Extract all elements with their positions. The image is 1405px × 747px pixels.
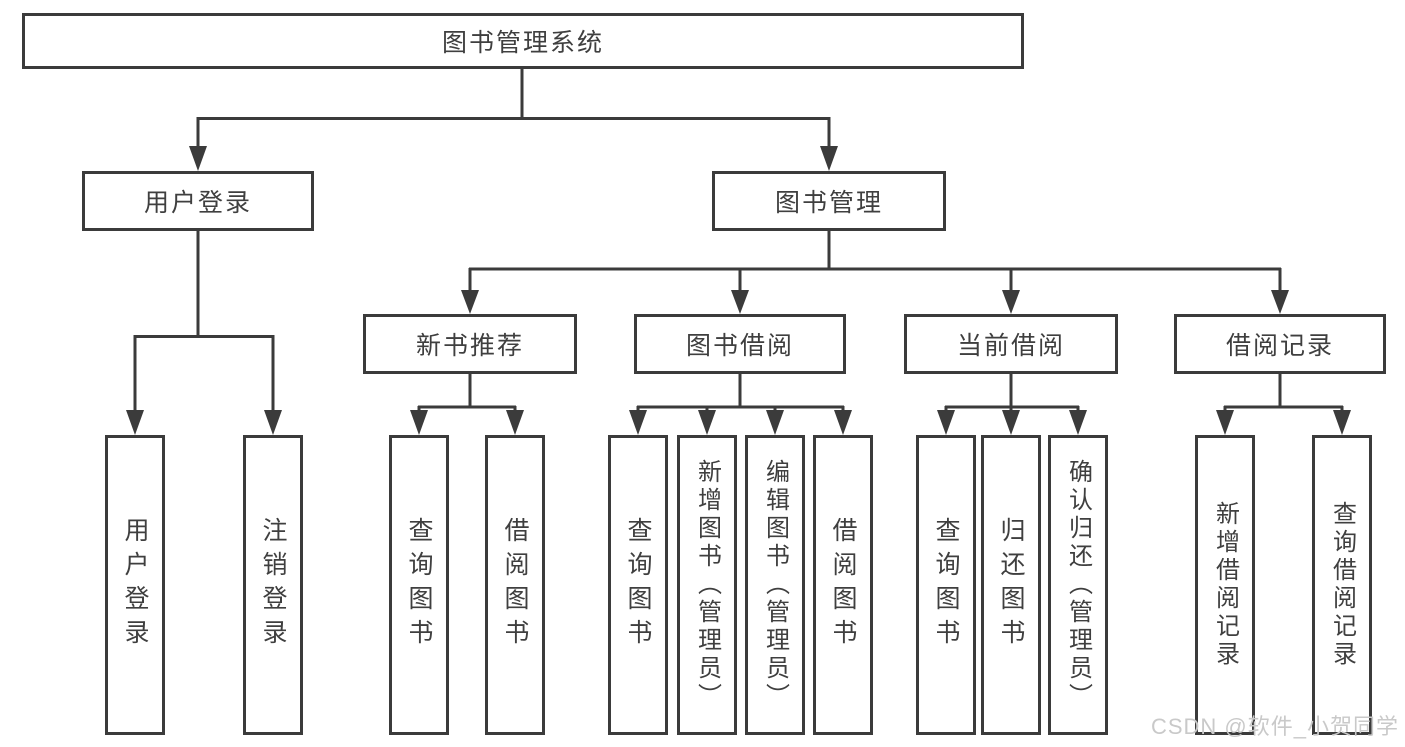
leaf-add-borrow-record: 新增借阅记录 — [1195, 435, 1255, 735]
node-current-borrow: 当前借阅 — [904, 314, 1118, 374]
node-book-borrow: 图书借阅 — [634, 314, 846, 374]
leaf-borrow-books-2: 借阅图书 — [813, 435, 873, 735]
leaf-add-book-admin: 新增图书（管理员） — [677, 435, 737, 735]
leaf-logout-login: 注销登录 — [243, 435, 303, 735]
leaf-query-books-2: 查询图书 — [608, 435, 668, 735]
leaf-query-borrow-record: 查询借阅记录 — [1312, 435, 1372, 735]
leaf-edit-book-admin: 编辑图书（管理员） — [745, 435, 805, 735]
leaf-user-login: 用户登录 — [105, 435, 165, 735]
leaf-query-books-1: 查询图书 — [389, 435, 449, 735]
leaf-return-books: 归还图书 — [981, 435, 1041, 735]
node-root: 图书管理系统 — [22, 13, 1024, 69]
node-user-login: 用户登录 — [82, 171, 314, 231]
node-borrow-records: 借阅记录 — [1174, 314, 1386, 374]
arrowhead-icons — [126, 146, 1351, 435]
leaf-confirm-return-admin: 确认归还（管理员） — [1048, 435, 1108, 735]
leaf-borrow-books-1: 借阅图书 — [485, 435, 545, 735]
node-new-book-recommend: 新书推荐 — [363, 314, 577, 374]
leaf-query-books-3: 查询图书 — [916, 435, 976, 735]
node-book-management: 图书管理 — [712, 171, 946, 231]
